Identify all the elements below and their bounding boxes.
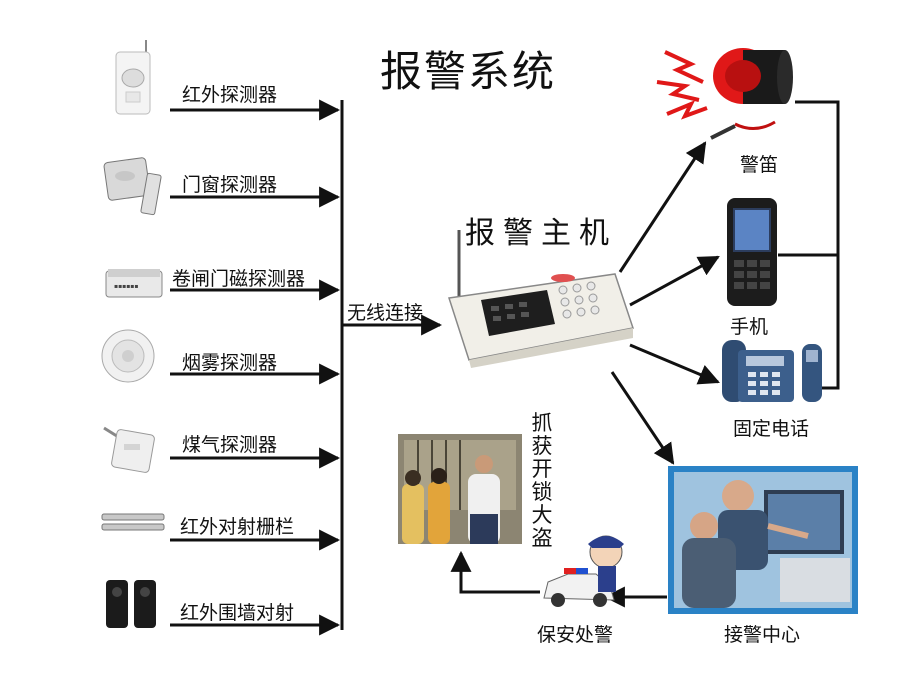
host-label: 报警主机 — [465, 216, 617, 251]
siren-label: 警笛 — [740, 154, 779, 176]
police-dispatch-icon — [543, 535, 624, 607]
arrow-to-center — [610, 371, 675, 465]
link-label: 无线连接 — [347, 302, 424, 324]
capture-label: 抓获开锁大盗 — [531, 411, 553, 550]
detector-label: 煤气探测器 — [182, 434, 278, 456]
detector-label: 门窗探测器 — [182, 174, 278, 196]
detector-label: 红外围墙对射 — [180, 602, 295, 624]
phone-label: 手机 — [730, 316, 769, 338]
infrared-beam-fence-icon — [101, 513, 165, 531]
siren-icon — [656, 48, 793, 140]
landline-label: 固定电话 — [733, 418, 810, 440]
security-label: 保安处警 — [537, 624, 614, 646]
infrared-wall-beam-icon — [106, 580, 156, 628]
receiving-center-photo — [668, 466, 858, 614]
arrow-to-landline — [629, 343, 720, 385]
landline-phone-icon — [722, 340, 822, 402]
door-window-detector-icon — [103, 157, 162, 216]
detector-label: 红外对射栅栏 — [180, 516, 295, 538]
detector-label: 红外探测器 — [182, 84, 278, 106]
alarm-host-icon — [448, 230, 634, 368]
gas-detector-icon — [103, 426, 155, 473]
capture-photo — [398, 434, 522, 544]
center-label: 接警中心 — [724, 624, 801, 646]
mobile-phone-icon — [727, 198, 777, 306]
svg-text:▪▪▪▪▪▪: ▪▪▪▪▪▪ — [114, 283, 138, 290]
pir-detector-icon — [115, 40, 151, 115]
smoke-detector-icon — [101, 329, 155, 383]
detector-label: 烟雾探测器 — [182, 352, 278, 374]
arrow-to-phone — [629, 255, 720, 307]
arrow-security-to-capture — [450, 550, 540, 594]
detector-label: 卷闸门磁探测器 — [172, 268, 306, 290]
shutter-magnetic-detector-icon: ▪▪▪▪▪▪ — [105, 269, 163, 298]
page-title: 报警系统 — [380, 47, 557, 96]
siren-landline-wire — [795, 100, 840, 390]
arrow-to-siren — [618, 141, 707, 273]
